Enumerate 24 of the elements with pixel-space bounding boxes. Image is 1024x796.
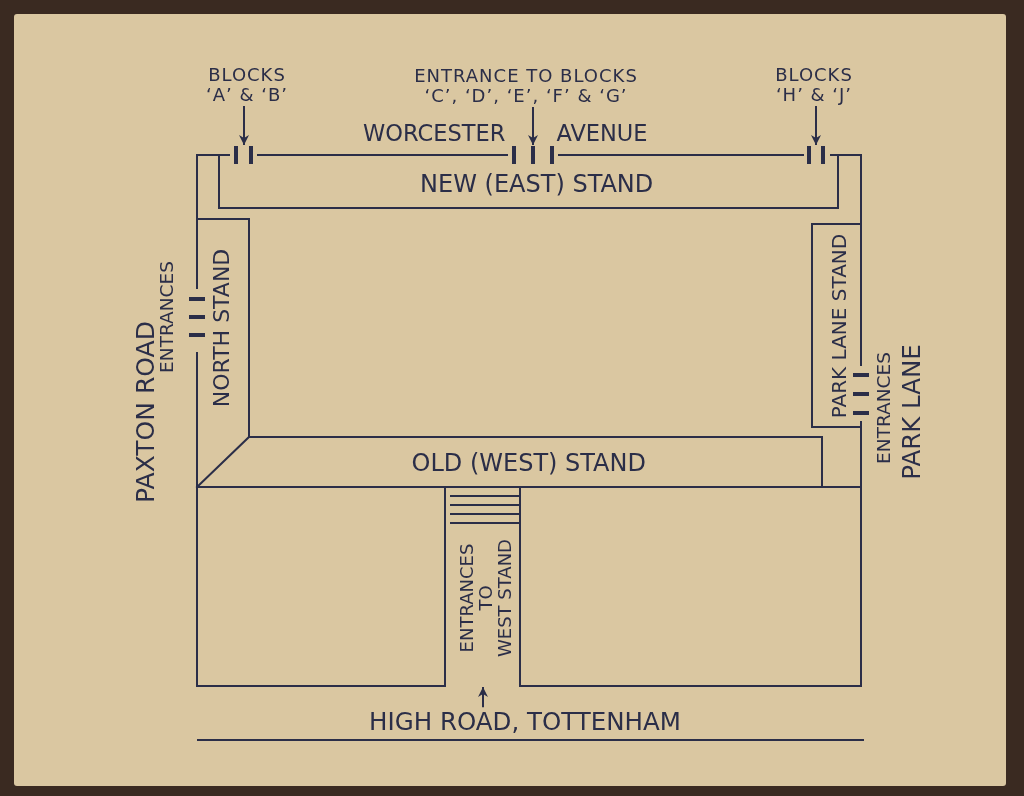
arrow	[478, 686, 488, 709]
stand-area	[197, 218, 250, 438]
street-label: PARK LANE	[898, 343, 926, 480]
entrance-label: BLOCKS ‘H’ & ‘J’	[775, 65, 853, 105]
arrow	[811, 105, 821, 146]
stand-label: OLD (WEST) STAND	[411, 449, 646, 477]
stand-label: NORTH STAND	[209, 248, 235, 408]
arrow	[528, 106, 538, 146]
street-label: WORCESTER AVENUE	[363, 120, 648, 147]
stand-area	[218, 155, 839, 209]
entrance-label: ENTRANCES	[873, 351, 895, 464]
road-label: HIGH ROAD, TOTTENHAM	[369, 708, 681, 736]
entrance-passage	[444, 487, 521, 686]
entrance-label: ENTRANCE TO BLOCKS ‘C’, ‘D’, ‘E’, ‘F’ & ‘G’	[414, 66, 638, 106]
gate-mark	[234, 146, 253, 164]
entrance-label: BLOCKS ‘A’ & ‘B’	[206, 65, 288, 105]
stand-area	[811, 223, 862, 428]
gate-mark	[807, 146, 825, 164]
passage-label: ENTRANCES TO WEST STAND	[456, 539, 514, 657]
stand-label: PARK LANE STAND	[827, 234, 851, 419]
gate-mark	[512, 146, 554, 164]
stand-label: NEW (EAST) STAND	[420, 170, 654, 198]
stand-area	[196, 436, 825, 488]
arrow	[239, 105, 249, 146]
